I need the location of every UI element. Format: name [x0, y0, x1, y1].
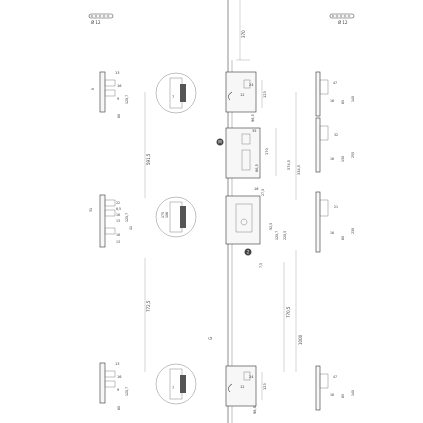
svg-text:24: 24	[249, 83, 254, 87]
svg-text:92,5: 92,5	[269, 223, 273, 230]
svg-text:123: 123	[263, 383, 267, 390]
svg-text:16: 16	[330, 393, 334, 397]
svg-text:13: 13	[116, 219, 120, 223]
svg-text:170: 170	[265, 148, 269, 155]
dim-591-5: 591,5	[144, 92, 151, 198]
svg-text:12: 12	[240, 385, 244, 389]
svg-text:8: 8	[91, 88, 95, 90]
dim-770-5: 770,5	[283, 262, 291, 372]
detail-circle-top: 7	[155, 72, 197, 114]
marker-2: 2	[247, 250, 250, 255]
svg-text:120,7: 120,7	[125, 387, 129, 396]
svg-text:6,5: 6,5	[116, 207, 121, 211]
lock-block-top: 24 12 123 98,5	[225, 71, 267, 122]
svg-text:22: 22	[116, 201, 120, 205]
main-lock-body: M 35 170 86,5 574,5 334,5	[216, 92, 301, 200]
svg-text:16: 16	[330, 99, 334, 103]
keeper-bottom: 13 16 9 120,7 60	[99, 362, 129, 410]
strike-plate-3: 21 16 60 230	[315, 191, 355, 253]
svg-text:120,7: 120,7	[125, 213, 129, 222]
svg-text:16: 16	[117, 375, 121, 379]
svg-text:21: 21	[334, 205, 338, 209]
svg-text:230: 230	[351, 228, 355, 234]
gearbox: 2 16 27,5 92,5 120,7 220,5 7,5	[225, 187, 287, 268]
detail-circle-bottom: 7	[155, 363, 197, 405]
lock-block-bottom: 24 12 123 98,5	[225, 365, 267, 414]
svg-text:16: 16	[116, 213, 120, 217]
svg-text:35: 35	[252, 129, 256, 133]
svg-text:7,5: 7,5	[259, 263, 263, 268]
keeper-top: 13 16 9 120,7 60 8	[91, 71, 129, 118]
svg-text:16: 16	[330, 231, 334, 235]
svg-text:140: 140	[351, 96, 355, 102]
svg-text:98,5: 98,5	[251, 114, 255, 122]
svg-text:32: 32	[334, 133, 338, 137]
strike-plate-2: 32 16 130 255	[315, 117, 355, 173]
svg-text:65: 65	[341, 100, 345, 104]
svg-text:140: 140	[351, 390, 355, 396]
svg-text:130: 130	[341, 156, 345, 162]
svg-text:65: 65	[341, 394, 345, 398]
roller-pin-left: Ø 12	[88, 13, 114, 25]
svg-text:334,5: 334,5	[297, 165, 301, 175]
svg-text:220,5: 220,5	[283, 231, 287, 240]
svg-text:120,7: 120,7	[125, 95, 129, 104]
svg-text:123: 123	[263, 91, 267, 98]
svg-text:41: 41	[129, 226, 133, 230]
dim-370: 370	[236, 0, 250, 61]
svg-text:9: 9	[117, 388, 119, 392]
svg-text:7: 7	[172, 95, 174, 99]
svg-text:591,5: 591,5	[146, 153, 151, 165]
svg-text:86,5: 86,5	[255, 164, 259, 172]
svg-text:1000: 1000	[298, 334, 303, 345]
svg-text:16: 16	[254, 187, 258, 191]
svg-text:120,7: 120,7	[275, 231, 279, 240]
strike-plate-1: 47 16 65 140	[315, 71, 355, 117]
detail-circle-mid: 175 106	[155, 196, 197, 238]
roller-label-left: Ø 12	[91, 20, 101, 25]
svg-text:60: 60	[341, 236, 345, 240]
svg-text:16: 16	[116, 233, 120, 237]
svg-text:47: 47	[333, 81, 337, 85]
roller-pin-right: Ø 12	[329, 13, 355, 25]
keeper-mid: 22 6,5 16 13 16 13 31 41 120,7	[89, 194, 133, 248]
dim-g: G	[208, 337, 213, 340]
svg-text:12: 12	[240, 93, 244, 97]
svg-text:770,5: 770,5	[286, 306, 291, 318]
roller-label-right: Ø 12	[338, 20, 348, 25]
svg-text:16: 16	[330, 157, 334, 161]
strike-plate-4: 47 16 65 140	[315, 365, 355, 411]
svg-text:27,5: 27,5	[261, 189, 265, 196]
svg-text:106: 106	[165, 212, 169, 218]
dim-1000: 1000	[295, 250, 303, 372]
svg-text:255: 255	[351, 152, 355, 158]
marker-m: M	[218, 140, 222, 145]
svg-text:9: 9	[117, 97, 119, 101]
svg-text:16: 16	[117, 84, 121, 88]
svg-text:13: 13	[116, 240, 120, 244]
dim-370-label: 370	[241, 30, 246, 38]
dim-772-5: 772,5	[144, 258, 151, 372]
svg-text:60: 60	[117, 406, 121, 410]
svg-text:98,5: 98,5	[253, 406, 257, 414]
svg-text:175: 175	[161, 212, 165, 218]
svg-text:31: 31	[89, 208, 93, 212]
svg-text:24: 24	[249, 375, 254, 379]
svg-text:574,5: 574,5	[287, 160, 291, 170]
svg-text:13: 13	[115, 71, 119, 75]
svg-text:7: 7	[172, 386, 174, 390]
svg-text:772,5: 772,5	[146, 300, 151, 312]
svg-text:13: 13	[115, 362, 119, 366]
svg-text:47: 47	[333, 375, 337, 379]
svg-text:G: G	[208, 337, 213, 340]
svg-text:60: 60	[117, 114, 121, 118]
